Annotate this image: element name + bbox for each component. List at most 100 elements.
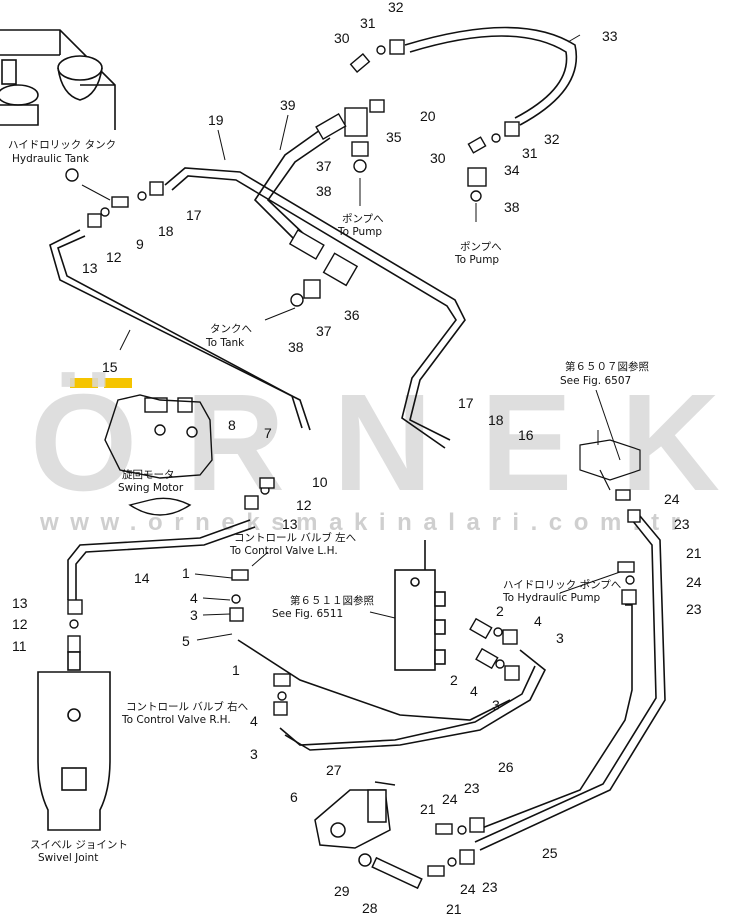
callout-18: 18 xyxy=(158,223,174,239)
connector-24a xyxy=(615,489,631,501)
callout-15: 15 xyxy=(102,359,118,375)
callout-2: 2 xyxy=(496,603,504,619)
label-cv-rh-jp: コントロール バルブ 右へ xyxy=(126,700,248,713)
callout-28: 28 xyxy=(362,900,378,914)
connector-2b xyxy=(475,647,499,670)
callout-32: 32 xyxy=(388,0,404,15)
callout-24: 24 xyxy=(460,881,476,897)
label-to-pump-jp-1: ポンプへ xyxy=(342,213,384,225)
callout-4: 4 xyxy=(534,613,542,629)
callout-37: 37 xyxy=(316,158,332,174)
callout-21: 21 xyxy=(686,545,702,561)
label-to-pump-en-1: To Pump xyxy=(337,226,382,238)
elbow-fitting-21b xyxy=(435,823,453,835)
callout-5: 5 xyxy=(182,633,190,649)
oring-12a xyxy=(100,207,110,217)
callout-11: 11 xyxy=(12,638,27,654)
oring-24c xyxy=(457,825,467,835)
callout-12: 12 xyxy=(12,616,28,632)
hydraulic-tank-drawing xyxy=(0,29,116,130)
callout-31: 31 xyxy=(360,15,376,31)
callout-4: 4 xyxy=(190,590,198,606)
connector-11 xyxy=(67,635,81,653)
callout-21: 21 xyxy=(420,801,436,817)
connector-2a xyxy=(469,617,493,640)
connector-9 xyxy=(111,196,129,208)
swing-motor-drawing xyxy=(104,394,213,516)
callout-10: 10 xyxy=(312,474,328,490)
label-hyd-pump-jp: ハイドロリック ポンプへ xyxy=(503,579,621,591)
label-to-tank-jp: タンクへ xyxy=(210,323,252,335)
callout-18: 18 xyxy=(488,412,504,428)
nut-23b xyxy=(621,589,637,605)
swivel-joint-drawing xyxy=(37,651,111,831)
label-to-pump-jp-2: ポンプへ xyxy=(460,241,502,253)
callout-26: 26 xyxy=(498,759,514,775)
annotations: ハイドロリック タンク Hydraulic Tank ポンプへ To Pump … xyxy=(8,139,649,864)
callout-3: 3 xyxy=(250,746,258,762)
callout-8: 8 xyxy=(228,417,236,433)
tee-fitting-35 xyxy=(344,107,368,137)
nut-32a xyxy=(389,39,405,55)
callout-20: 20 xyxy=(420,108,436,124)
label-fig6507-en: See Fig. 6507 xyxy=(560,375,631,387)
oring-4b xyxy=(277,691,287,701)
callout-1: 1 xyxy=(182,565,190,581)
callout-13: 13 xyxy=(82,260,98,276)
solenoid-valve-27 xyxy=(314,781,423,890)
label-cv-lh-jp: コントロール バルブ 左へ xyxy=(234,531,356,544)
nut-17a xyxy=(149,181,164,196)
label-fig6507-jp: 第６５０７図参照 xyxy=(565,360,649,373)
bolt-28 xyxy=(371,856,423,890)
label-hydraulic-tank-en: Hydraulic Tank xyxy=(12,153,90,165)
watermark-url: www.orneksmakinalari.com.tr xyxy=(39,509,680,536)
control-valve-block xyxy=(394,569,446,671)
connector-37a xyxy=(351,141,369,157)
callout-24: 24 xyxy=(442,791,458,807)
callout-34: 34 xyxy=(504,162,520,178)
hose-fitting-39b xyxy=(288,229,325,260)
hose-fitting-39 xyxy=(315,112,347,141)
label-swing-motor-en: Swing Motor xyxy=(118,482,184,494)
callout-33: 33 xyxy=(602,28,618,44)
callout-3: 3 xyxy=(492,697,500,713)
elbow-fitting-30b xyxy=(467,136,487,154)
connector-37b xyxy=(303,279,321,299)
callout-6: 6 xyxy=(290,789,298,805)
label-swivel-en: Swivel Joint xyxy=(38,852,98,864)
callout-1: 1 xyxy=(232,662,240,678)
callout-23: 23 xyxy=(464,780,480,796)
callout-9: 9 xyxy=(136,236,144,252)
callout-17: 17 xyxy=(458,395,474,411)
callout-25: 25 xyxy=(542,845,558,861)
elbow-fitting-21a xyxy=(617,561,635,573)
nut-23c xyxy=(469,817,485,833)
callout-29: 29 xyxy=(334,883,350,899)
callout-23: 23 xyxy=(686,601,702,617)
nut-32b xyxy=(504,121,520,137)
part-callouts: 32 31 30 33 20 35 39 19 37 38 32 30 31 3… xyxy=(12,0,702,914)
callout-32: 32 xyxy=(544,131,560,147)
cap-tank xyxy=(65,168,79,182)
nut-3b xyxy=(273,701,288,716)
callout-14: 14 xyxy=(134,570,150,586)
callout-24: 24 xyxy=(686,574,702,590)
callout-35: 35 xyxy=(386,129,402,145)
callout-38: 38 xyxy=(288,339,304,355)
watermark-accent-2 xyxy=(104,378,132,388)
callout-36: 36 xyxy=(344,307,360,323)
label-swing-motor-jp: 旋回モータ xyxy=(122,468,175,481)
leader-lines xyxy=(81,34,621,641)
callout-12: 12 xyxy=(106,249,122,265)
watermark-accent-1 xyxy=(70,378,98,388)
callout-38: 38 xyxy=(504,199,520,215)
connector-10 xyxy=(259,477,275,489)
oring-38a xyxy=(353,159,367,173)
callout-23: 23 xyxy=(482,879,498,895)
callout-30: 30 xyxy=(430,150,446,166)
callout-4: 4 xyxy=(250,713,258,729)
fittings xyxy=(65,39,641,877)
callout-39: 39 xyxy=(280,97,296,113)
callout-21: 21 xyxy=(446,901,462,914)
